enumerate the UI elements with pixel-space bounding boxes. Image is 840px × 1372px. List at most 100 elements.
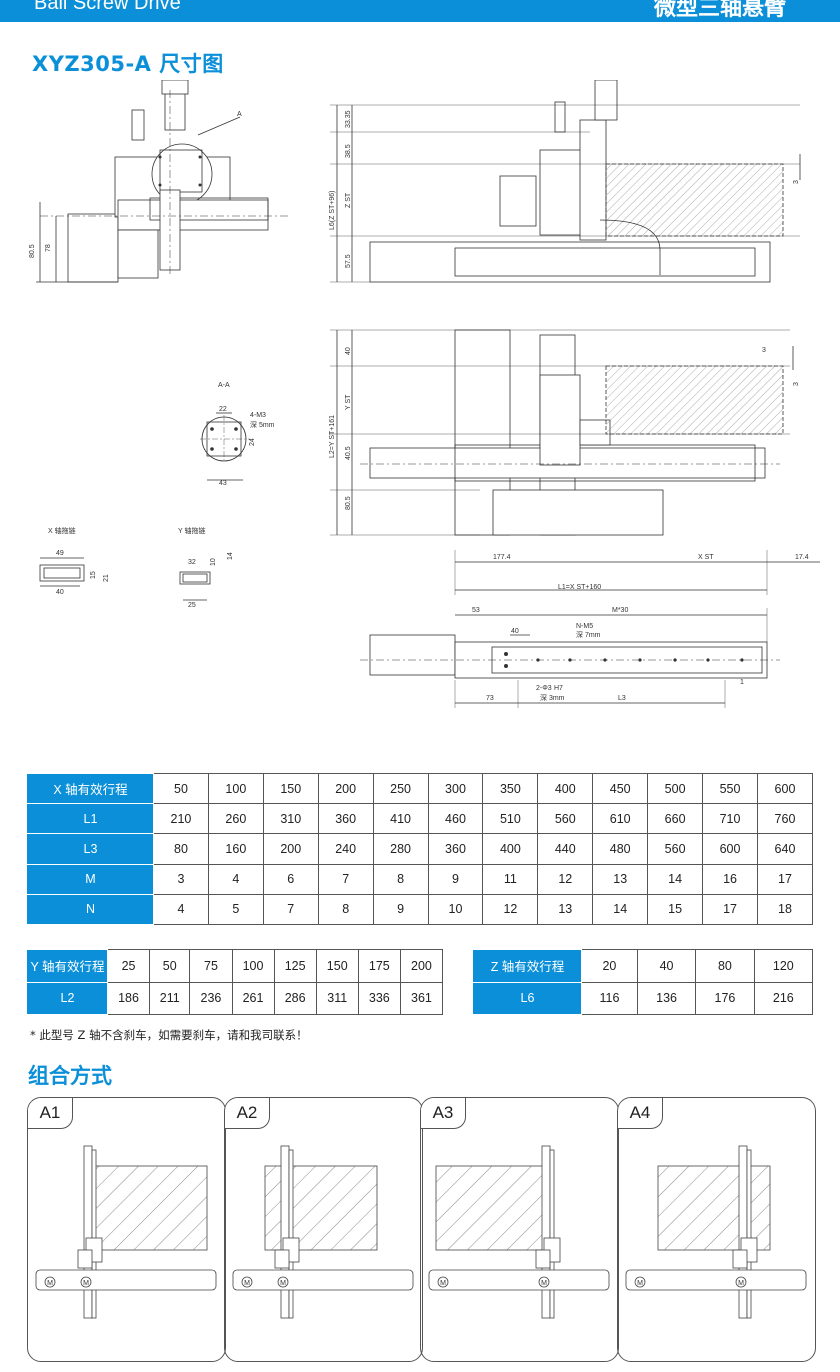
- x-table-cell: 13: [537, 893, 594, 925]
- x-table-cell: 15: [647, 893, 704, 925]
- label-57-5: 57.5: [345, 254, 352, 268]
- motor-symbol: M: [244, 1280, 250, 1287]
- y-table-cell: 311: [315, 981, 359, 1015]
- x-table-cell: 200: [317, 772, 374, 805]
- x-table-cell: 18: [756, 893, 814, 925]
- y-table-cell: 150: [315, 949, 359, 983]
- y-table-cell: 75: [189, 949, 233, 983]
- x-table-cell: 500: [647, 772, 704, 805]
- side-view-z: [330, 79, 801, 283]
- x-table-cell: 160: [207, 833, 264, 865]
- page-title: XYZ305-A 尺寸图: [32, 52, 224, 76]
- x-table-cell: 400: [537, 772, 594, 805]
- top-view-y: [330, 329, 820, 595]
- x-table-cell: 3: [153, 863, 209, 895]
- x-table-cell: 240: [317, 833, 374, 865]
- x-table-cell: 4: [153, 893, 209, 925]
- x-table-cell: 560: [537, 803, 594, 835]
- x-table-cell: 660: [647, 803, 704, 835]
- label-4m3: 4-M3: [250, 412, 266, 419]
- label-40-5: 40.5: [345, 446, 352, 460]
- x-table-row-header: L3: [27, 833, 154, 865]
- x-table-cell: 640: [756, 833, 814, 865]
- motor-symbol: M: [738, 1280, 744, 1287]
- x-table-cell: 17: [702, 893, 758, 925]
- dimension-labels: A A-A 80.5 78 33.35 38.5 Z ST L6(Z ST+96…: [29, 110, 809, 702]
- combination-tag: A3: [421, 1098, 466, 1129]
- x-table-cell: 7: [262, 893, 319, 925]
- mounting-holes: [158, 155, 744, 668]
- motor-symbol: M: [637, 1280, 643, 1287]
- y-table-cell: 211: [149, 981, 191, 1015]
- x-table-cell: 12: [537, 863, 594, 895]
- x-table-cell: 4: [207, 863, 264, 895]
- y-table-row-header: Y 轴有效行程: [27, 949, 108, 983]
- z-table-cell: 116: [581, 981, 638, 1015]
- y-table-cell: 200: [399, 949, 444, 983]
- x-table-cell: 260: [207, 803, 264, 835]
- x-table-cell: 600: [702, 833, 758, 865]
- label-3a: 3: [793, 180, 800, 184]
- x-table-cell: 11: [482, 863, 539, 895]
- x-table-row-header: L1: [27, 803, 154, 835]
- x-table-cell: 200: [262, 833, 319, 865]
- y-table-row-header: L2: [27, 981, 108, 1015]
- x-table-row-header: M: [27, 863, 154, 895]
- z-table-cell: 216: [753, 981, 814, 1015]
- brake-note: * 此型号 Z 轴不含刹车，如需要刹车，请和我司联系！: [30, 1028, 308, 1042]
- combination-tag: A2: [225, 1098, 270, 1129]
- label-21: 21: [103, 574, 110, 582]
- x-table-cell: 10: [427, 893, 484, 925]
- label-24: 24: [249, 438, 256, 446]
- label-h7: H7: [554, 685, 563, 692]
- x-table-cell: 80: [153, 833, 209, 865]
- motor-symbol: M: [83, 1280, 89, 1287]
- label-53: 53: [472, 607, 480, 614]
- section-title-combinations: 组合方式: [28, 1064, 112, 1088]
- y-table-cell: 50: [149, 949, 191, 983]
- x-table-row-header: X 轴有效行程: [27, 772, 154, 805]
- y-table-cell: 236: [189, 981, 233, 1015]
- z-table-cell: 80: [695, 949, 755, 983]
- label-3b: 3: [762, 347, 766, 354]
- label-40b: 40: [56, 589, 64, 596]
- x-table-cell: 410: [372, 803, 429, 835]
- label-22: 22: [219, 406, 227, 413]
- z-table-cell: 20: [581, 949, 638, 983]
- y-table-cell: 25: [106, 949, 151, 983]
- x-table-cell: 5: [207, 893, 264, 925]
- y-table-cell: 100: [231, 949, 275, 983]
- x-table-cell: 460: [427, 803, 484, 835]
- z-table-row-header: L6: [473, 981, 582, 1015]
- x-table-cell: 17: [756, 863, 814, 895]
- x-table-cell: 360: [317, 803, 374, 835]
- x-table-cell: 400: [482, 833, 539, 865]
- x-table-cell: 550: [702, 772, 758, 805]
- x-table-row-header: N: [27, 893, 154, 925]
- x-table-cell: 7: [317, 863, 374, 895]
- x-table-cell: 150: [262, 772, 319, 805]
- y-table-cell: 125: [273, 949, 317, 983]
- x-table-cell: 610: [592, 803, 649, 835]
- label-n-m5-depth: 深 7mm: [576, 630, 601, 639]
- x-table-cell: 600: [756, 772, 814, 805]
- side-view-left: [36, 79, 290, 283]
- combination-tag: A4: [618, 1098, 663, 1129]
- x-table-cell: 300: [427, 772, 484, 805]
- dimension-drawing: A A-A 80.5 78 33.35 38.5 Z ST L6(Z ST+96…: [0, 79, 840, 720]
- label-80-5b: 80.5: [345, 496, 352, 510]
- y-table-cell: 261: [231, 981, 275, 1015]
- label-a: A: [237, 111, 242, 118]
- y-table-cell: 186: [106, 981, 151, 1015]
- x-table-cell: 360: [427, 833, 484, 865]
- label-4m3-depth: 深 5mm: [250, 420, 275, 429]
